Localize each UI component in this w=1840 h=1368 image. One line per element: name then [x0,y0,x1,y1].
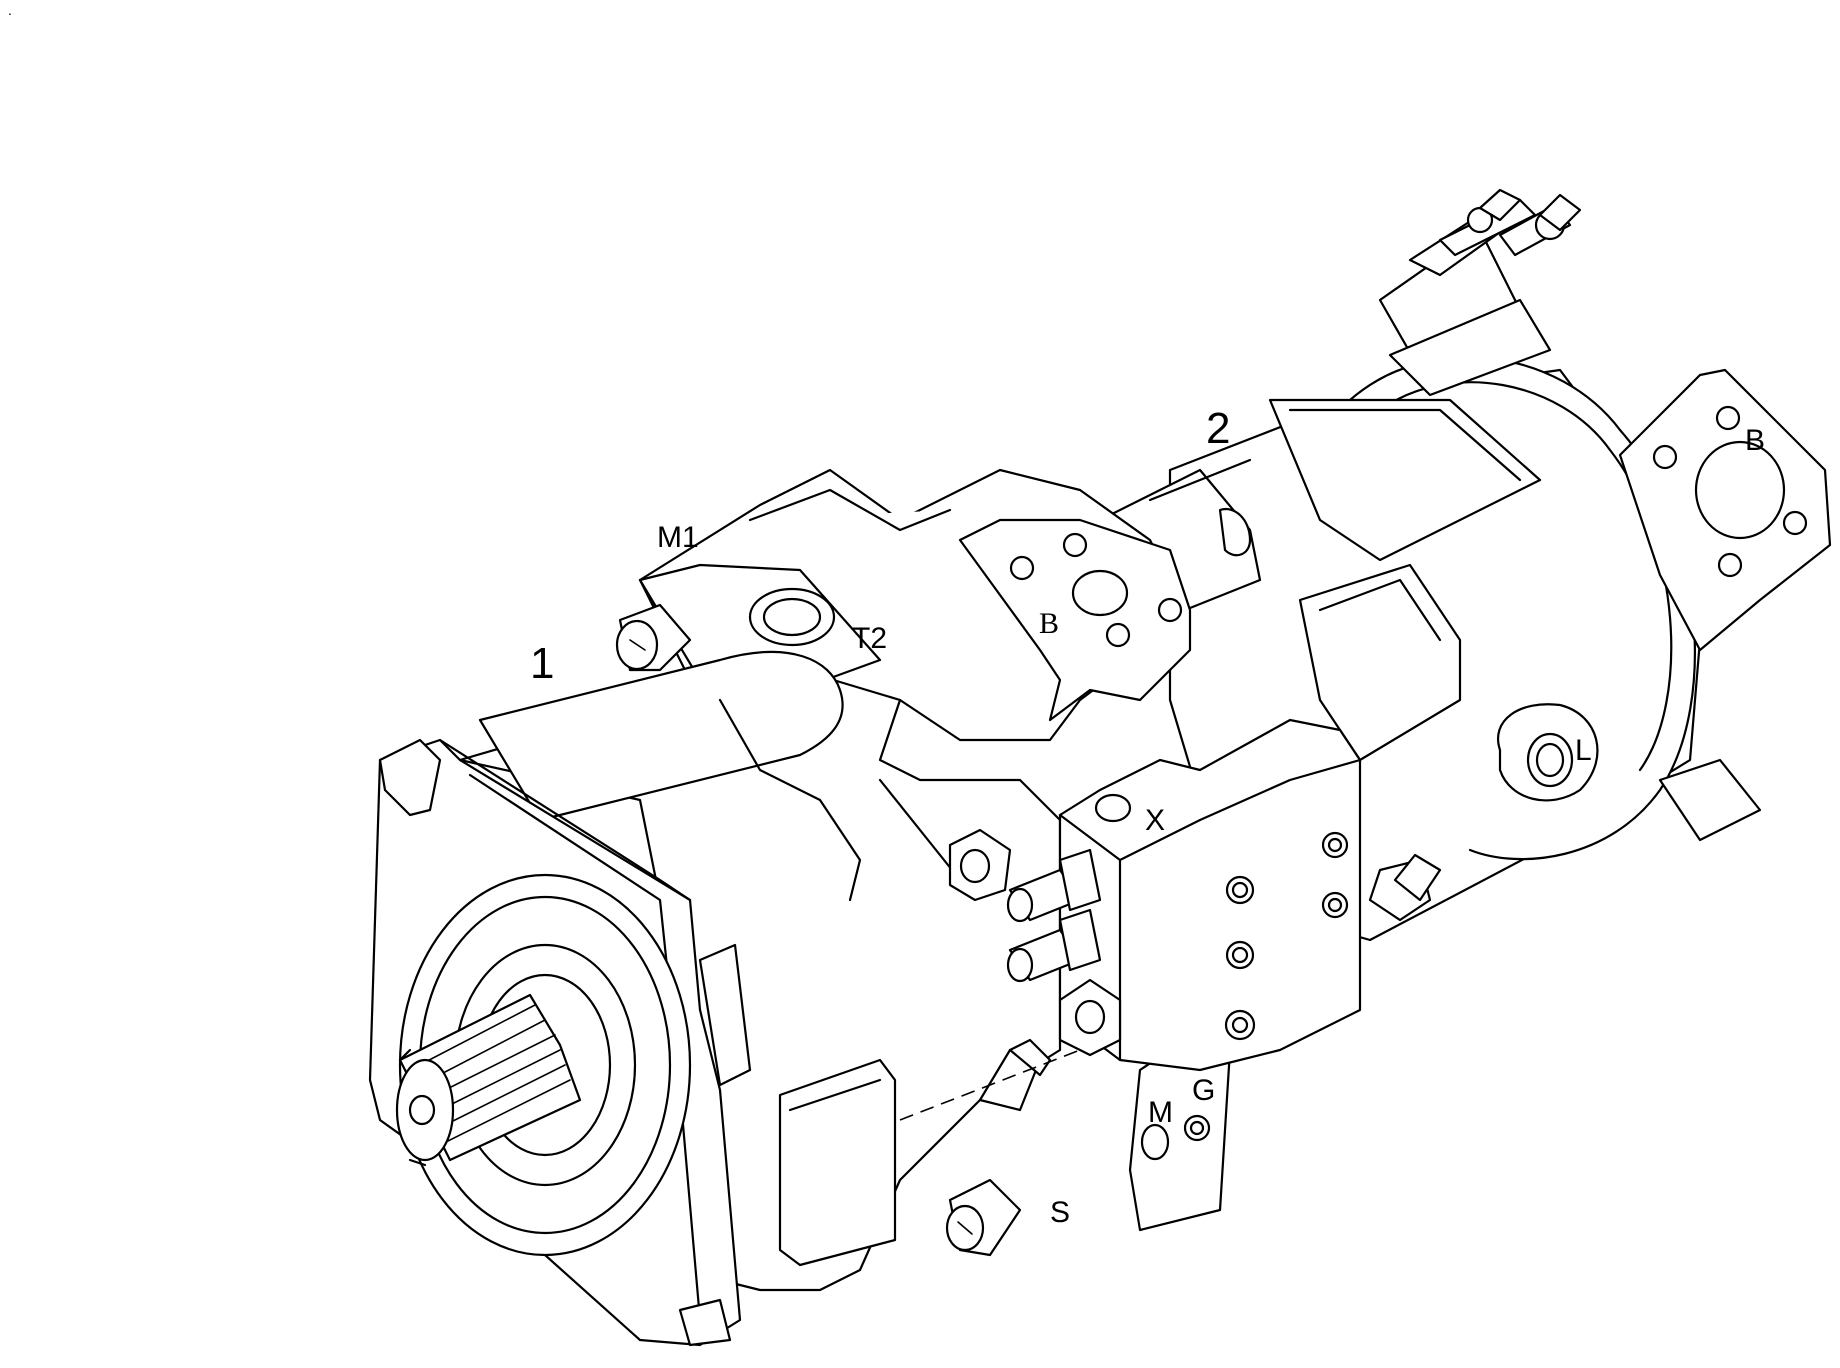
port-b-right-label: B [1745,424,1765,457]
port-x-label: X [1145,804,1165,837]
control-valve-block [948,718,1362,1072]
port-t2-label: T2 [852,622,887,655]
splined-drive-shaft [395,993,582,1167]
port-m-g-plate [1128,1028,1232,1232]
port-s-label: S [1050,1196,1070,1229]
port-g-label: G [1192,1074,1215,1107]
port-m1-label: M1 [657,521,699,554]
port-m1-plug [615,603,692,672]
port-m-label: M [1148,1096,1173,1129]
bottom-plug [945,1178,1022,1257]
port-b-block-top [958,518,1192,722]
corner-mark: . [8,2,12,18]
item-2-label: 2 [1206,404,1230,453]
rear-pump-unit [1098,188,1832,942]
port-b-flange-right [1618,368,1832,652]
port-b-top-label: B [1039,607,1059,640]
port-l-label: L [1575,734,1592,767]
port-l-boss [1497,703,1599,802]
front-pump-unit [458,468,1232,1292]
top-sensor-connector [1378,188,1582,397]
item-1-label: 1 [530,639,554,688]
